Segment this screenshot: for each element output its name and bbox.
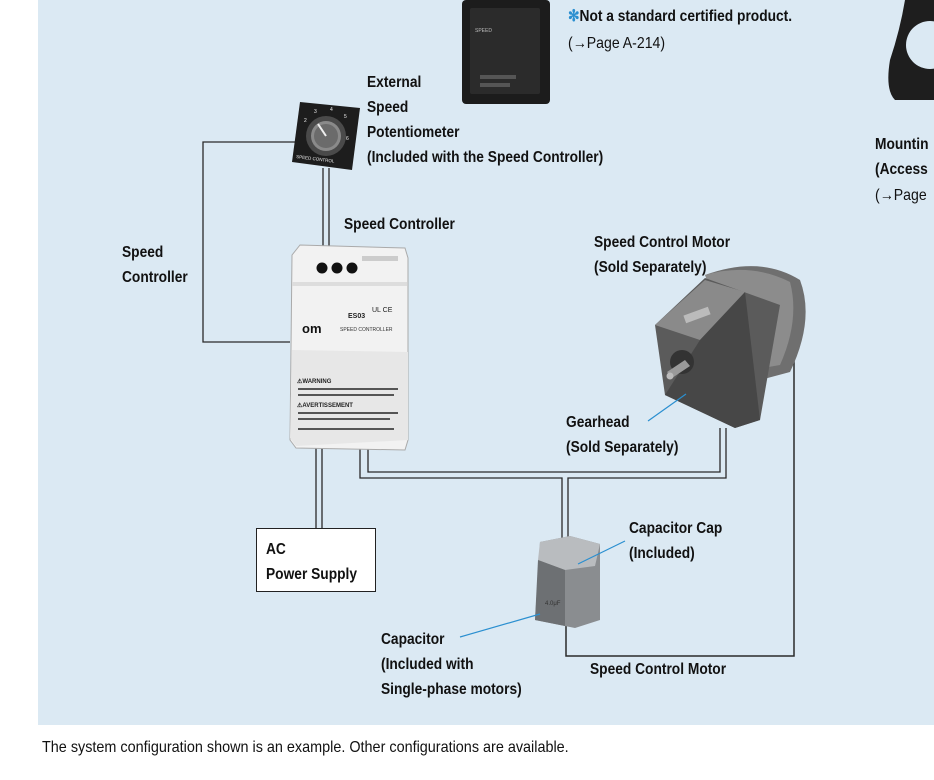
speed-potentiometer: 2 3 4 5 6 xyxy=(292,102,360,170)
mounting-bracket xyxy=(888,0,934,100)
cable-to-ac-supply xyxy=(315,442,323,528)
label-line: (Access xyxy=(875,161,928,178)
controller-warning: ⚠WARNING xyxy=(297,378,332,385)
label-line: (Sold Separately) xyxy=(566,439,679,456)
footer-note: The system configuration shown is an exa… xyxy=(42,739,569,756)
leader-capacitor-cap xyxy=(577,540,626,565)
asterisk-icon: ✻ xyxy=(568,8,580,25)
label-line: Single-phase motors) xyxy=(381,681,522,698)
label-gearhead: Gearhead (Sold Separately) xyxy=(566,410,678,460)
svg-text:4.0μF: 4.0μF xyxy=(545,601,561,607)
label-line: Capacitor xyxy=(381,631,445,648)
label-line: AC xyxy=(266,541,286,558)
label-mounting-bracket: Mountin (Access xyxy=(875,132,928,182)
certification-page-ref[interactable]: (→Page A-214) xyxy=(568,35,666,52)
label-line: Controller xyxy=(122,269,188,286)
svg-text:5: 5 xyxy=(344,114,347,120)
cable-potentiometer-to-controller xyxy=(322,168,330,248)
label-line: Gearhead xyxy=(566,414,630,431)
speed-controller-unit xyxy=(289,244,409,451)
label-line: Speed Control Motor xyxy=(594,234,731,251)
svg-text:4: 4 xyxy=(330,107,333,113)
svg-text:3: 3 xyxy=(314,109,317,115)
leader-gearhead xyxy=(647,393,687,422)
speed-control-motor xyxy=(655,266,806,428)
digital-controller-device: SPEED xyxy=(462,0,550,104)
controller-brand: om xyxy=(302,321,322,336)
mounting-page-ref[interactable]: (→Page xyxy=(875,187,927,204)
label-line: (Included) xyxy=(629,545,695,562)
label-line: Speed xyxy=(367,99,409,116)
controller-ce-mark: UL CE xyxy=(372,307,393,314)
certification-note: ✻Not a standard certified product. xyxy=(568,4,792,29)
label-line: External xyxy=(367,74,422,91)
svg-text:6: 6 xyxy=(346,136,349,142)
label-line: (Included with the Speed Controller) xyxy=(367,149,604,166)
svg-text:SPEED: SPEED xyxy=(475,28,492,34)
controller-model: ES03 xyxy=(348,313,365,320)
svg-text:2: 2 xyxy=(304,118,307,124)
cable-controller-to-motor xyxy=(359,428,727,540)
label-potentiometer: External Speed Potentiometer (Included w… xyxy=(367,70,603,170)
knob-label: SPEED CONTROL xyxy=(296,154,335,164)
capacitor: 4.0μF xyxy=(535,536,600,628)
leader-capacitor xyxy=(459,613,541,638)
label-ac-power-supply: AC Power Supply xyxy=(266,537,357,587)
label-speed-controller-left: Speed Controller xyxy=(122,240,188,290)
controller-avertissement: ⚠AVERTISSEMENT xyxy=(297,402,353,409)
label-capacitor: Capacitor (Included with Single-phase mo… xyxy=(381,627,522,702)
label-line: Mountin xyxy=(875,136,929,153)
certification-note-text: Not a standard certified product. xyxy=(579,8,793,25)
controller-name: SPEED CONTROLLER xyxy=(340,327,393,333)
label-speed-control-motor-bottom: Speed Control Motor xyxy=(590,661,727,678)
label-line: (Sold Separately) xyxy=(594,259,707,276)
label-speed-control-motor: Speed Control Motor (Sold Separately) xyxy=(594,230,730,280)
label-line: Capacitor Cap xyxy=(629,520,723,537)
ac-power-supply-box xyxy=(256,528,376,592)
label-line: (Included with xyxy=(381,656,474,673)
gearhead-shaft xyxy=(666,350,694,380)
cable-controller-loop xyxy=(202,141,295,343)
label-line: Speed xyxy=(122,244,164,261)
label-line: Potentiometer xyxy=(367,124,460,141)
label-capacitor-cap: Capacitor Cap (Included) xyxy=(629,516,722,566)
label-line: Power Supply xyxy=(266,566,357,583)
label-speed-controller-top: Speed Controller xyxy=(344,216,455,233)
